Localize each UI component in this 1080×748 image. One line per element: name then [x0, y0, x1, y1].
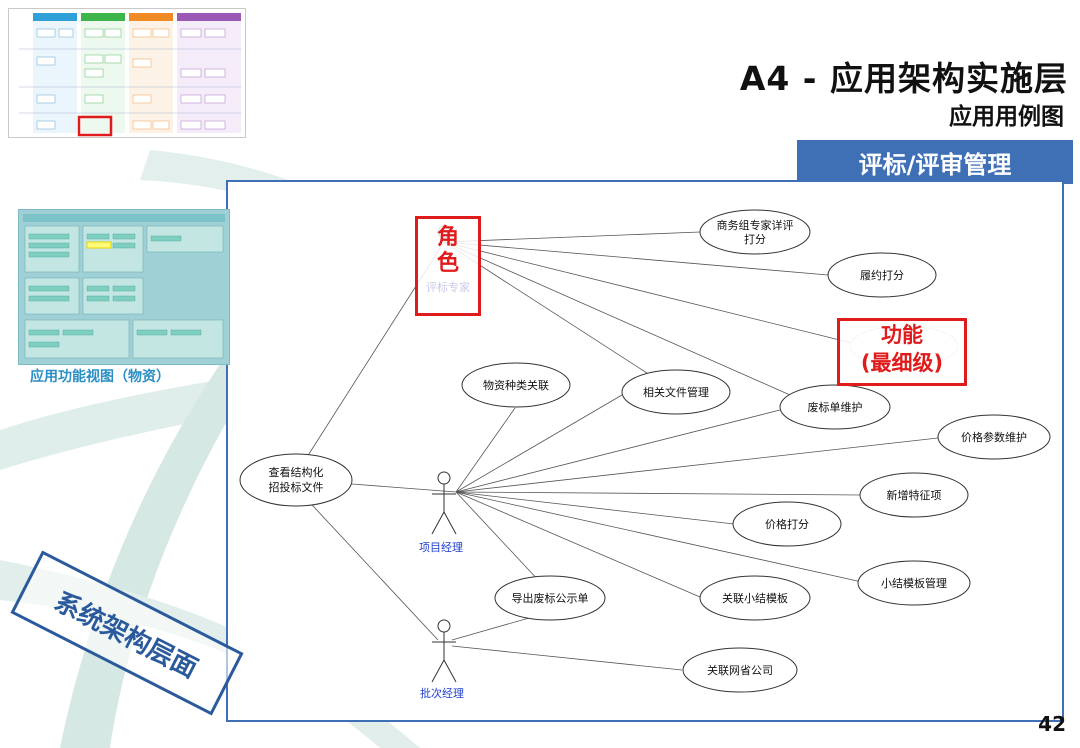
use-case-export-void-notice[interactable] [494, 575, 606, 621]
use-case-performance-score-label: 履约打分 [860, 268, 904, 282]
use-case-price-param-maintain[interactable] [937, 414, 1051, 460]
use-case-price-param-maintain-label: 价格参数维护 [961, 430, 1027, 444]
use-case-link-provincial-company-label: 关联网省公司 [707, 663, 773, 677]
role-annotation-label: 角色 [436, 225, 459, 276]
use-case-new-feature-item[interactable] [859, 472, 969, 518]
use-case-price-score-label: 价格打分 [765, 517, 809, 531]
actor-project-manager-label: 项目经理 [419, 541, 463, 554]
use-case-related-files-label: 相关文件管理 [643, 385, 709, 399]
use-case-void-bid-maintain[interactable] [779, 384, 891, 430]
architecture-overview-thumbnail [8, 8, 246, 138]
function-view-thumbnail [18, 209, 230, 365]
use-case-void-bid-maintain-label: 废标单维护 [808, 400, 863, 414]
actor-batch-manager-icon [431, 619, 457, 683]
page-title: A4 - 应用架构实施层 [739, 59, 1068, 98]
function-view-caption: 应用功能视图（物资） [30, 369, 170, 385]
role-annotation-actor-name: 评标专家 [426, 281, 470, 294]
use-case-summary-template-mgmt-label: 小结模板管理 [881, 576, 947, 590]
use-case-performance-score[interactable] [827, 252, 937, 298]
page-number: 42 [1038, 712, 1066, 736]
role-annotation: 角色 评标专家 [415, 216, 481, 316]
use-case-link-summary-template-label: 关联小结模板 [722, 591, 788, 605]
association-lines [299, 231, 939, 671]
actor-batch-manager-label: 批次经理 [420, 686, 464, 700]
use-case-view-structured-docs[interactable] [239, 453, 353, 507]
actor-project-manager-icon [431, 471, 457, 535]
function-annotation: 功能 (最细级) [837, 318, 967, 386]
use-case-material-type-link[interactable] [461, 362, 571, 408]
use-case-link-provincial-company[interactable] [682, 647, 798, 693]
use-case-new-feature-item-label: 新增特征项 [887, 488, 942, 502]
use-case-summary-template-mgmt[interactable] [857, 560, 971, 606]
page-subtitle: 应用用例图 [949, 104, 1064, 130]
use-case-related-files[interactable] [621, 369, 731, 415]
use-case-material-type-link-label: 物资种类关联 [483, 378, 549, 392]
use-case-price-score[interactable] [732, 501, 842, 547]
use-case-link-summary-template[interactable] [699, 575, 811, 621]
function-annotation-label: 功能 [881, 323, 923, 347]
use-case-business-group-score[interactable] [699, 209, 811, 255]
section-title: 评标/评审管理 [797, 140, 1073, 184]
use-case-view-structured-docs-label: 查看结构化招投标文件 [269, 465, 324, 494]
use-case-business-group-score-label: 商务组专家详评打分 [717, 218, 794, 246]
function-annotation-sub: (最细级) [860, 351, 944, 375]
use-case-export-void-notice-label: 导出废标公示单 [512, 591, 589, 605]
